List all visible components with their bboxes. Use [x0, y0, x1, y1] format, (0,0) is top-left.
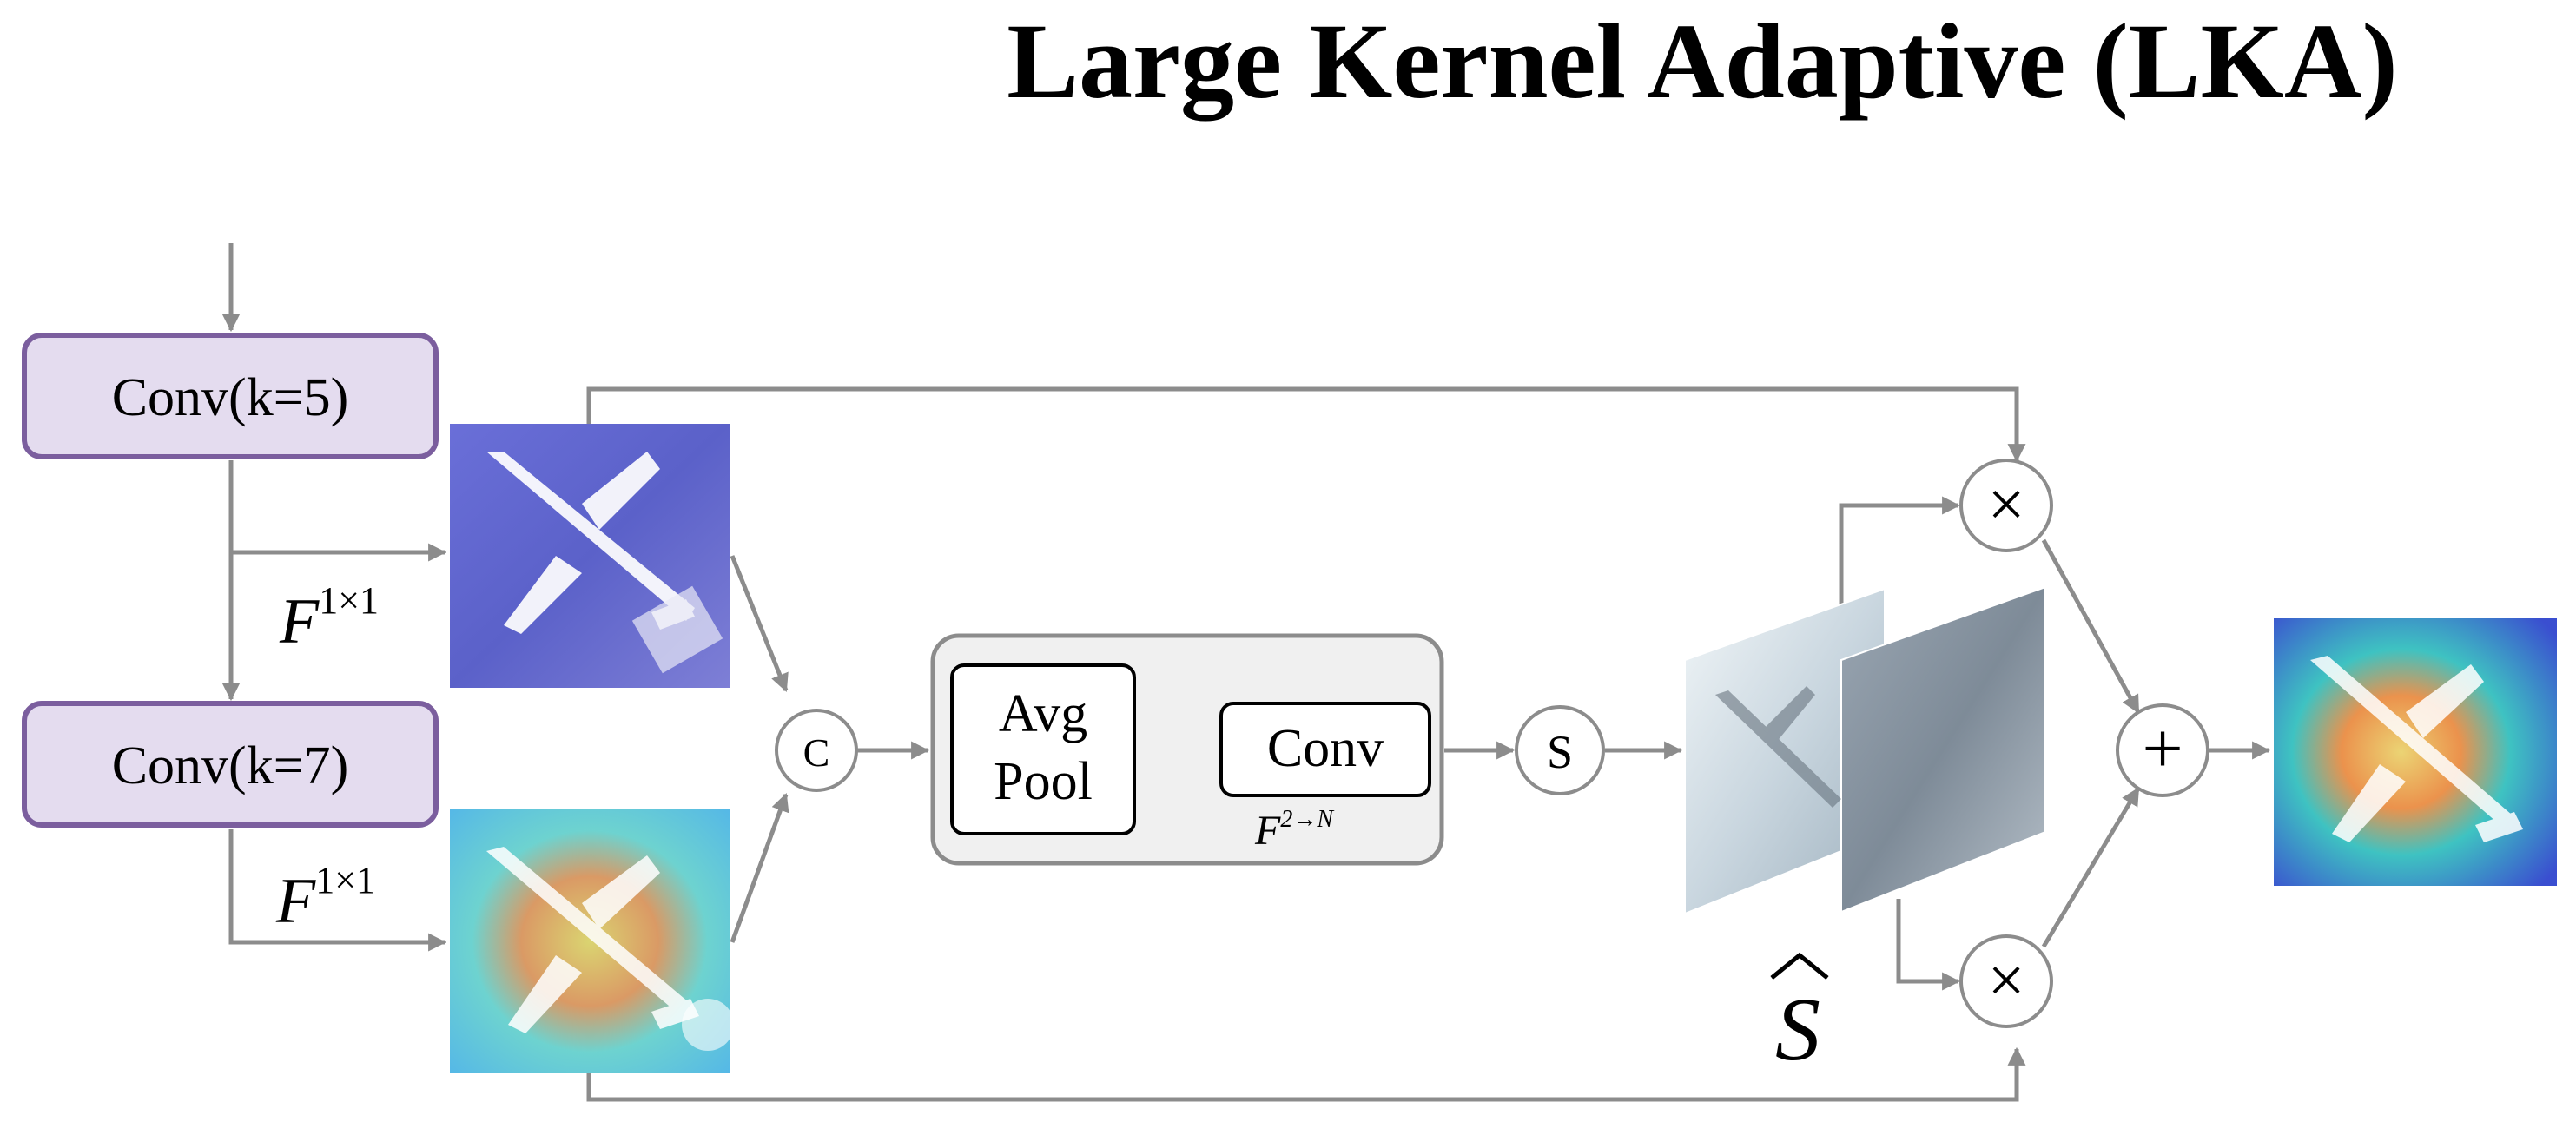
- avgpool-box: [950, 663, 1136, 835]
- concat-label: C: [803, 730, 830, 775]
- branch-to-map2-arrow: [228, 829, 447, 952]
- f1x1-top-label: F1×1: [279, 579, 379, 657]
- shat-letter: S: [1775, 980, 1820, 1079]
- multiply-top-symbol: ×: [1988, 468, 2025, 541]
- conv-k7-block: Conv(k=7): [22, 701, 439, 828]
- conv-k5-block: Conv(k=5): [22, 333, 439, 459]
- f1x1-bottom-label: F1×1: [275, 859, 375, 937]
- conv-inner-label: Conv: [1267, 719, 1384, 778]
- multiply-top-node: ×: [1959, 459, 2053, 552]
- concat-node: C: [775, 709, 858, 792]
- shat-to-multiply-bottom-arrow: [1896, 899, 1961, 991]
- add-symbol: +: [2142, 709, 2183, 789]
- add-node: +: [2116, 703, 2209, 797]
- conv-inner-box: [1219, 702, 1431, 797]
- title: Large Kernel Adaptive (LKA): [1007, 2, 2397, 122]
- multiply-bottom-symbol: ×: [1988, 944, 2025, 1017]
- attention-panel: Avg Pool Conv F2→N: [930, 633, 1444, 866]
- shat-hat: [1770, 952, 1829, 980]
- top-skip-arrow: [586, 386, 2026, 463]
- multiply-bottom-to-add-arrow: [2041, 787, 2141, 948]
- avgpool-label-line1: Avg: [999, 684, 1087, 743]
- bottom-skip-arrow: [586, 1046, 2026, 1102]
- shat-map-front: [1840, 585, 2046, 914]
- map1-to-concat-arrow: [730, 555, 789, 692]
- avgpool-label-line2: Pool: [994, 752, 1093, 811]
- connectors: [221, 243, 2271, 1102]
- airplane-silhouette-output: [2310, 656, 2523, 842]
- map2-to-concat-arrow: [730, 793, 789, 943]
- sigmoid-node: S: [1515, 705, 1605, 795]
- conv-k7-label: Conv(k=7): [112, 736, 349, 795]
- feature-map-top: [450, 424, 730, 688]
- conv-k5-label: Conv(k=5): [112, 368, 349, 427]
- feature-map-bottom: [450, 809, 734, 1073]
- f2n-label: F2→N: [1254, 806, 1334, 854]
- output-map: [2274, 618, 2557, 886]
- shat-label: S: [1770, 952, 1829, 1079]
- multiply-top-to-add-arrow: [2041, 538, 2141, 714]
- multiply-bottom-node: ×: [1959, 934, 2053, 1028]
- shat-to-multiply-top-arrow: [1839, 496, 1961, 608]
- shat-maps: [1684, 585, 2046, 915]
- sigmoid-label: S: [1547, 726, 1573, 778]
- airplane-silhouette-bottom: [486, 847, 699, 1033]
